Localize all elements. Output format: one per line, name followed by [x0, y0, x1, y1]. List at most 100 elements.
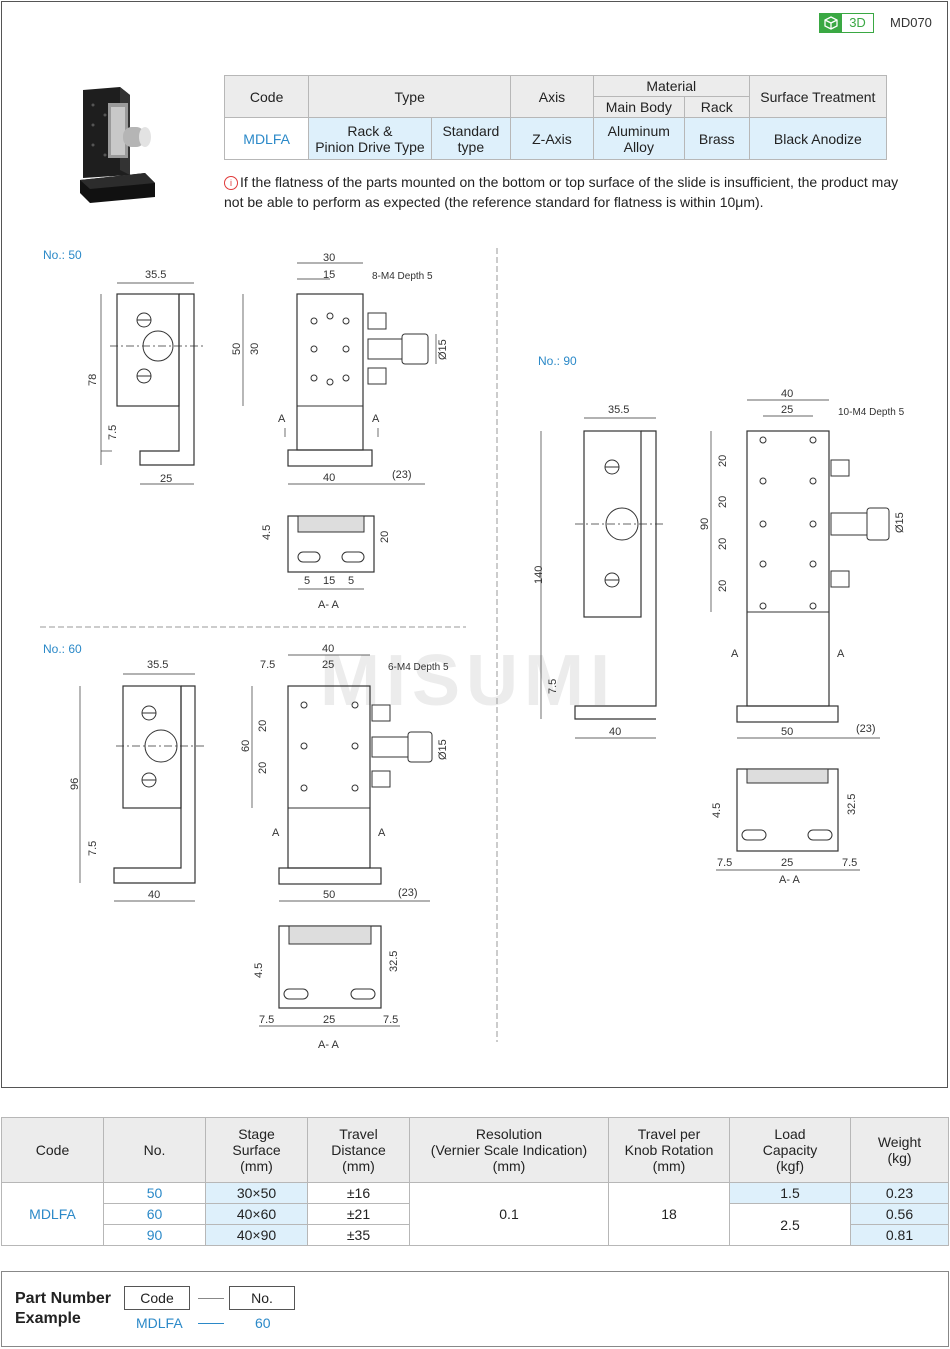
no90-dim-20c: 20 — [717, 538, 729, 550]
pn-code-value: MDLFA — [136, 1315, 183, 1331]
no60-dim-7-5c: 7.5 — [259, 1014, 274, 1026]
no90-dim-25: 25 — [781, 404, 793, 416]
no50-label: No.: 50 — [43, 248, 82, 262]
col-no: No. — [103, 1117, 206, 1183]
pn-dash — [198, 1298, 224, 1299]
cell-weight: 0.56 — [850, 1203, 949, 1225]
technical-drawings: 35.5 78 7.5 25 30 15 8-M4 Depth 5 50 30 … — [40, 248, 906, 1051]
no90-hole-note: 10-M4 Depth 5 — [838, 407, 905, 418]
cell-weight: 0.23 — [850, 1182, 949, 1204]
no50-side-view — [100, 282, 205, 485]
no90-side-view — [540, 417, 665, 739]
no60-dim-35-5: 35.5 — [147, 659, 168, 671]
col-travel-knob: Travel per Knob Rotation (mm) — [608, 1117, 730, 1183]
info-icon: i — [224, 176, 238, 190]
no50-dim-25: 25 — [160, 473, 172, 485]
spec-rack: Brass — [683, 117, 750, 160]
no90-dim-40b: 40 — [781, 388, 793, 400]
no50-arrow-a-left: A — [278, 413, 286, 425]
spec-header-code: Code — [223, 75, 310, 118]
no90-dim-20b: 20 — [717, 496, 729, 508]
page-id: MD070 — [890, 15, 932, 30]
cell-code: MDLFA — [1, 1182, 104, 1246]
no60-dim-40: 40 — [148, 889, 160, 901]
spec-axis: Z-Axis — [510, 117, 594, 160]
no90-dim-d15: Ø15 — [894, 512, 906, 533]
no60-dim-32-5: 32.5 — [388, 951, 400, 972]
no60-label: No.: 60 — [43, 642, 82, 656]
no50-dim-40: 40 — [323, 472, 335, 484]
no90-dim-4-5: 4.5 — [711, 803, 723, 818]
3d-button[interactable]: 3D — [819, 13, 874, 33]
no90-dim-25b: 25 — [781, 857, 793, 869]
no50-dim-20: 20 — [379, 531, 391, 543]
no90-dim-20a: 20 — [717, 455, 729, 467]
no90-front-view — [710, 399, 890, 739]
no50-section-label: A- A — [318, 599, 339, 611]
cell-weight: 0.81 — [850, 1224, 949, 1246]
no50-front-view — [242, 262, 437, 485]
watermark: MISUMI — [320, 641, 616, 721]
no50-dim-35-5: 35.5 — [145, 269, 166, 281]
no60-section-label: A- A — [318, 1039, 339, 1051]
no50-dim-5a: 5 — [304, 575, 310, 587]
no60-dim-96: 96 — [69, 778, 81, 790]
no60-dim-7-5b: 7.5 — [260, 659, 275, 671]
no60-dim-25b: 25 — [323, 1014, 335, 1026]
no50-dim-5b: 5 — [348, 575, 354, 587]
no60-dim-20b: 20 — [257, 762, 269, 774]
pn-code-box: Code — [124, 1286, 190, 1310]
spec-header-surface: Surface Treatment — [748, 75, 888, 118]
no90-arrow-a-right: A — [837, 648, 845, 660]
no60-dim-23: (23) — [398, 887, 418, 899]
spec-code: MDLFA — [223, 117, 310, 160]
no50-dim-7-5: 7.5 — [107, 425, 119, 440]
spec-type-standard: Standard type — [430, 117, 512, 160]
no50-arrow-a-right: A — [372, 413, 380, 425]
cell-stage: 40×90 — [205, 1224, 308, 1246]
part-number-example: Part Number Example Code No. MDLFA 60 — [1, 1271, 949, 1347]
no90-dim-20d: 20 — [717, 580, 729, 592]
no50-dim-50: 50 — [231, 343, 243, 355]
spec-header-axis: Axis — [510, 75, 594, 118]
no90-label: No.: 90 — [538, 354, 577, 368]
no50-hole-note: 8-M4 Depth 5 — [372, 271, 433, 282]
no60-dim-40b: 40 — [322, 643, 334, 655]
no90-dim-7-5b: 7.5 — [717, 857, 732, 869]
spec-surface: Black Anodize — [748, 117, 888, 160]
no60-dim-20a: 20 — [257, 720, 269, 732]
no50-dim-23: (23) — [392, 469, 412, 481]
no50-section-view — [287, 515, 375, 590]
no90-dim-50: 50 — [781, 726, 793, 738]
cell-travel: ±35 — [307, 1224, 410, 1246]
no90-dim-35-5: 35.5 — [608, 404, 629, 416]
no60-hole-note: 6-M4 Depth 5 — [388, 662, 449, 673]
cell-travel-knob: 18 — [608, 1182, 730, 1246]
no60-dim-7-5d: 7.5 — [383, 1014, 398, 1026]
col-stage: Stage Surface (mm) — [205, 1117, 308, 1183]
main-frame — [1, 1, 948, 1088]
cell-no: 90 — [103, 1224, 206, 1246]
cell-no: 60 — [103, 1203, 206, 1225]
no50-dim-4-5: 4.5 — [261, 525, 273, 540]
no60-dim-25: 25 — [322, 659, 334, 671]
spec-header-rack: Rack — [683, 96, 750, 118]
no50-dim-78: 78 — [87, 374, 99, 386]
no60-dim-7-5: 7.5 — [87, 841, 99, 856]
no90-dim-140: 140 — [533, 566, 545, 584]
no50-dim-d15: Ø15 — [437, 339, 449, 360]
no60-dim-4-5: 4.5 — [253, 963, 265, 978]
no60-arrow-a-left: A — [272, 827, 280, 839]
no60-arrow-a-right: A — [378, 827, 386, 839]
no90-dim-23: (23) — [856, 723, 876, 735]
cell-stage: 40×60 — [205, 1203, 308, 1225]
3d-label: 3D — [849, 15, 866, 30]
no90-section-label: A- A — [779, 874, 800, 886]
pn-no-value: 60 — [255, 1315, 271, 1331]
cell-travel: ±21 — [307, 1203, 410, 1225]
pn-dash-value — [198, 1323, 224, 1324]
cell-resolution: 0.1 — [409, 1182, 609, 1246]
no90-dim-7-5c: 7.5 — [842, 857, 857, 869]
no90-dim-32-5: 32.5 — [846, 794, 858, 815]
